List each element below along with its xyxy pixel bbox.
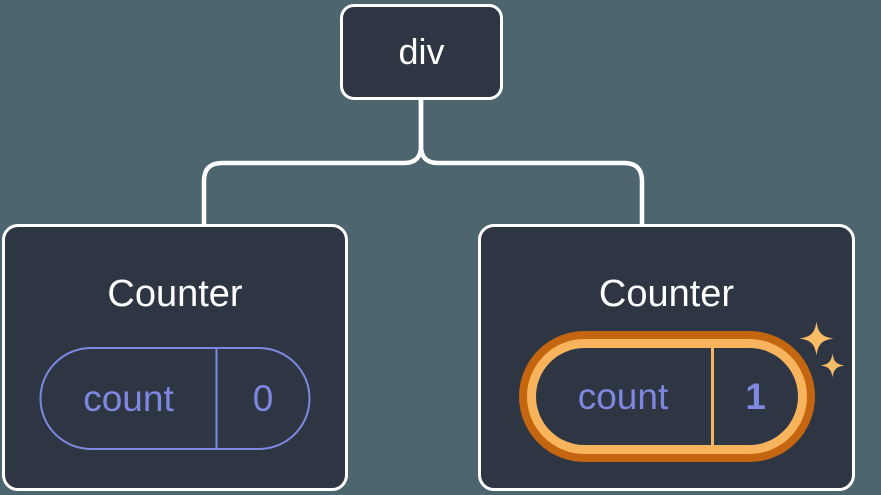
component-name: Counter bbox=[598, 273, 735, 315]
tree-node-counter-right: Counter count 1 bbox=[478, 224, 855, 491]
state-value: 1 bbox=[745, 375, 766, 417]
sparkle-icon bbox=[799, 321, 845, 378]
connector-left-branch bbox=[201, 97, 424, 229]
state-value: 0 bbox=[252, 377, 274, 419]
sparkle-large bbox=[799, 321, 834, 356]
state-pill: count 0 bbox=[39, 347, 311, 450]
state-key-label: count bbox=[42, 349, 218, 448]
state-pill: count 1 bbox=[535, 348, 798, 445]
tree-node-counter-left: Counter count 0 bbox=[2, 224, 348, 491]
root-node-label: div bbox=[398, 31, 445, 72]
connector-right-branch bbox=[418, 97, 645, 229]
tree-node-div: div bbox=[340, 4, 503, 100]
component-name: Counter bbox=[107, 273, 243, 315]
state-key-label: count bbox=[536, 348, 714, 445]
sparkle-small bbox=[820, 353, 845, 378]
state-pill-highlight-ring: count 1 bbox=[518, 331, 815, 462]
